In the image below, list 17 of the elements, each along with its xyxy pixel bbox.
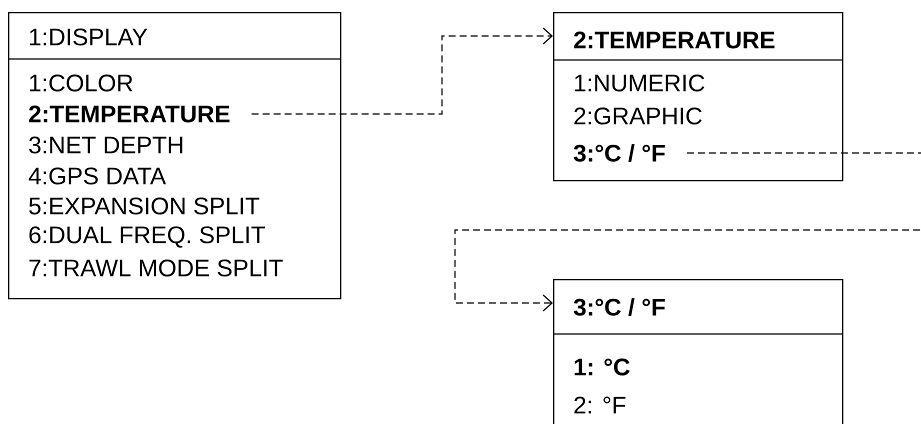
- menu-item: 1:COLOR: [30, 74, 132, 92]
- menu-item: 2:TEMPERATURE: [29, 106, 230, 122]
- menu-item: 6:DUAL FREQ. SPLIT: [29, 226, 266, 248]
- menu-item: 2:GRAPHIC: [574, 108, 702, 124]
- menu-item: 1:NUMERIC: [575, 74, 704, 92]
- menu-heading: 3:°C / °F: [574, 298, 665, 316]
- menu-item: 3:NET DEPTH: [29, 136, 182, 154]
- menu-item: 1: °C: [574, 358, 630, 376]
- menu-item: 2: °F: [574, 396, 626, 414]
- dashed-arrow: [252, 28, 553, 115]
- menu-item: 7:TRAWL MODE SPLIT: [29, 260, 283, 276]
- menu-item: 5:EXPANSION SPLIT: [29, 198, 260, 214]
- menu-heading: 2:TEMPERATURE: [574, 32, 774, 48]
- menu-item: 4:GPS DATA: [28, 168, 166, 184]
- dashed-arrow: [454, 152, 921, 312]
- menu-item: 3:°C / °F: [574, 144, 665, 162]
- menu-heading: 1:DISPLAY: [30, 28, 148, 46]
